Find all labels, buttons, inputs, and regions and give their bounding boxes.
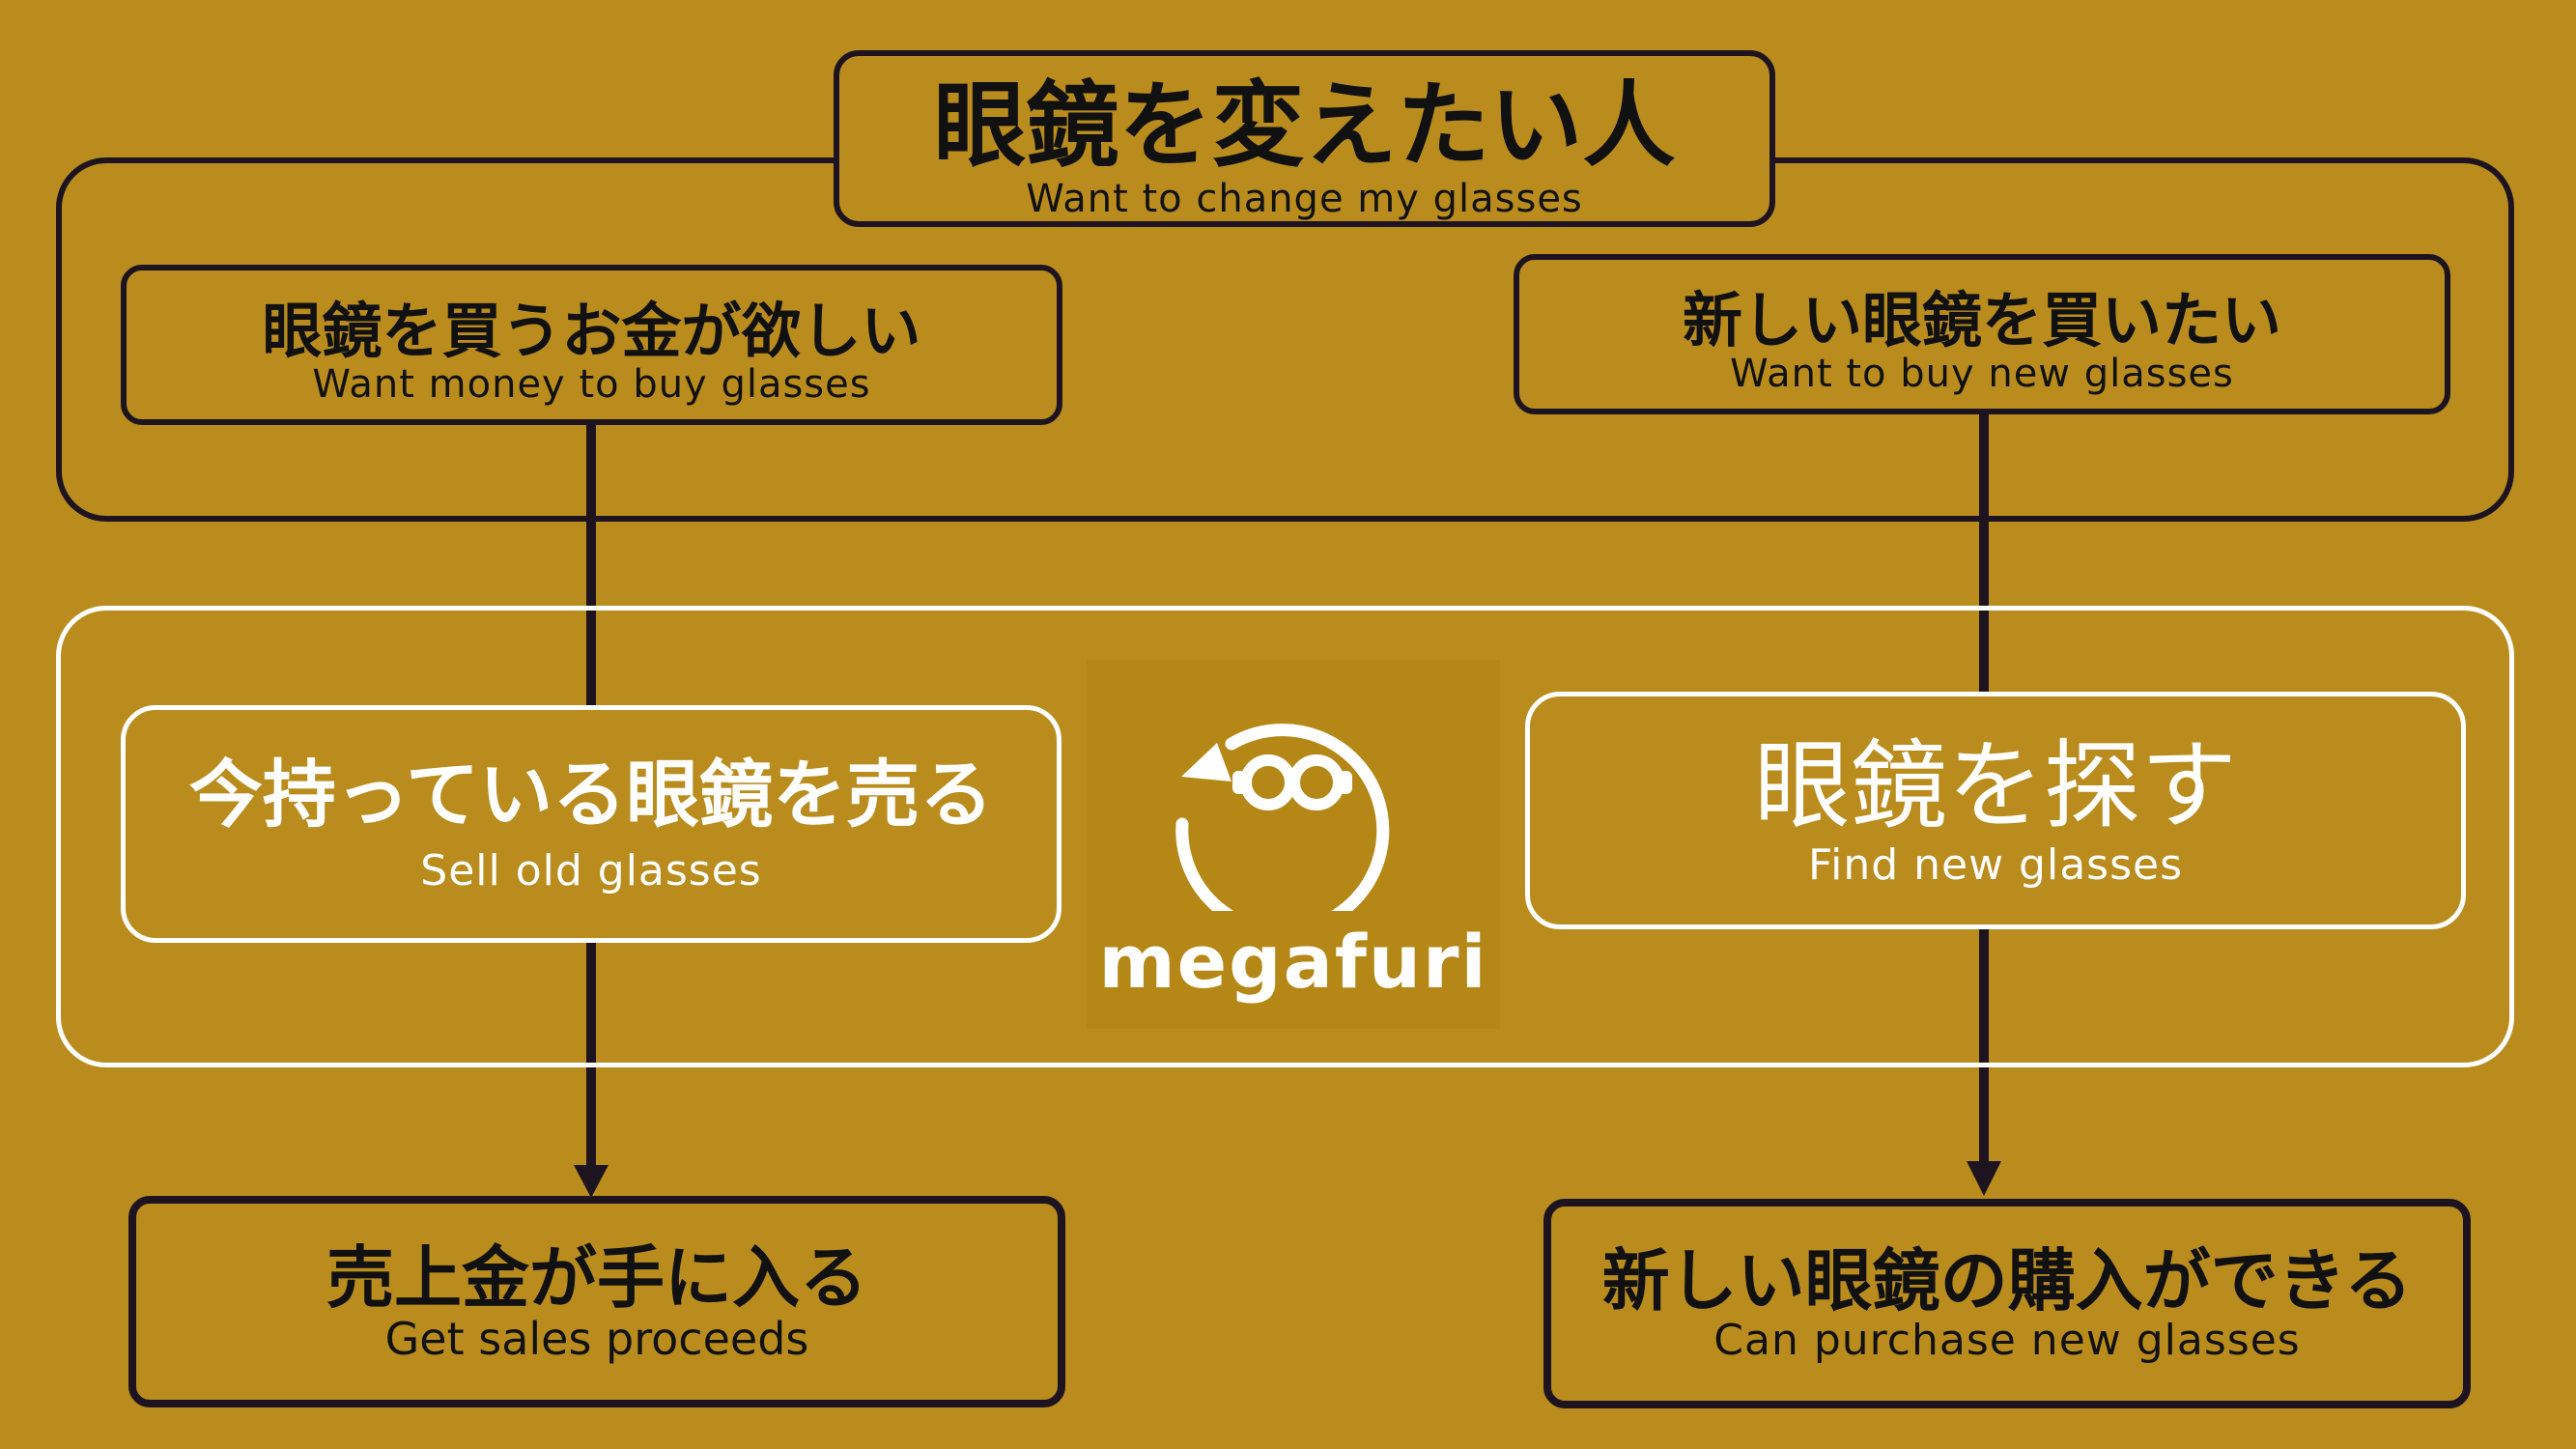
left-arrowhead — [574, 1165, 609, 1198]
right-need-box: 新しい眼鏡を買いたい Want to buy new glasses — [1514, 254, 2450, 414]
group-service — [56, 606, 2514, 1067]
right-result-title: 新しい眼鏡の購入ができる — [1601, 1240, 2413, 1321]
left-result-subtitle: Get sales proceeds — [384, 1312, 809, 1365]
target-user-title: 眼鏡を変えたい人 — [933, 71, 1676, 180]
logo-glasses-icon — [1175, 724, 1390, 911]
target-user-subtitle: Want to change my glasses — [1026, 177, 1583, 222]
left-need-subtitle: Want money to buy glasses — [312, 362, 871, 408]
left-need-title: 眼鏡を買うお金が欲しい — [262, 295, 921, 366]
right-result-box: 新しい眼鏡の購入ができる Can purchase new glasses — [1543, 1199, 2471, 1408]
left-result-title: 売上金が手に入る — [326, 1237, 867, 1318]
right-need-subtitle: Want to buy new glasses — [1730, 352, 2234, 397]
left-action-box: 今持っている眼鏡を売る Sell old glasses — [121, 705, 1062, 943]
left-action-title: 今持っている眼鏡を売る — [188, 752, 994, 838]
right-action-box: 眼鏡を探す Find new glasses — [1525, 692, 2466, 929]
target-user-box: 眼鏡を変えたい人 Want to change my glasses — [834, 50, 1775, 227]
left-result-box: 売上金が手に入る Get sales proceeds — [128, 1196, 1065, 1407]
left-need-box: 眼鏡を買うお金が欲しい Want money to buy glasses — [121, 265, 1062, 425]
right-result-subtitle: Can purchase new glasses — [1713, 1315, 2301, 1365]
left-action-subtitle: Sell old glasses — [420, 845, 762, 895]
right-action-title: 眼鏡を探す — [1754, 728, 2237, 842]
right-action-subtitle: Find new glasses — [1807, 839, 2184, 890]
right-need-title: 新しい眼鏡を買いたい — [1682, 284, 2281, 355]
right-arrowhead — [1967, 1161, 2001, 1196]
megafuri-logo: megafuri — [1087, 660, 1500, 1029]
logo-wordmark: megafuri — [1098, 919, 1488, 1005]
